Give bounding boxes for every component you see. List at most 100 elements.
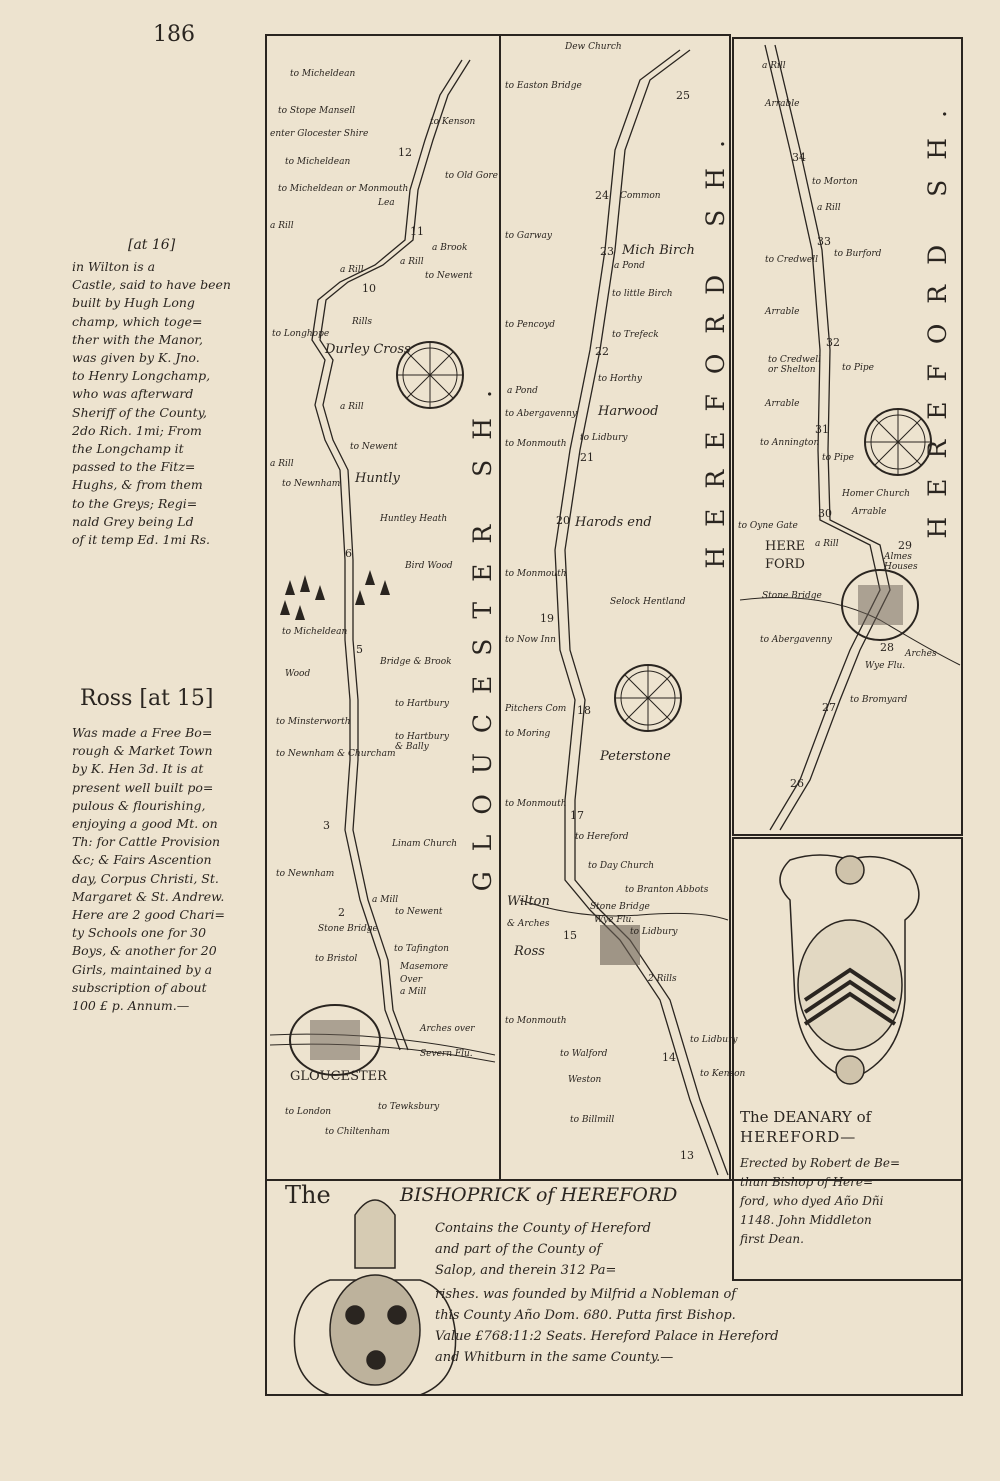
place-label: to Pencoyd <box>505 320 555 330</box>
bishopric-text-b: rishes. was founded by Milfrid a Noblema… <box>435 1287 779 1365</box>
place-label: Huntley Heath <box>380 514 448 524</box>
county-label-herefordshire-2: HEREFORD SH. <box>923 90 952 539</box>
place-label: to Oyne Gate <box>738 521 798 531</box>
place-label: Lea <box>378 198 395 208</box>
place-label: Selock Hentland <box>610 597 686 607</box>
town-plan-hereford <box>841 569 919 641</box>
compass-rose-3 <box>864 408 932 476</box>
place-label: a Mill <box>400 987 427 997</box>
place-label: to Credwell or Shelton <box>768 355 821 375</box>
ross-note-text: Was made a Free Bo= rough & Market Town … <box>72 725 225 1014</box>
place-label: to Tafington <box>394 944 449 954</box>
milestone-number: 32 <box>826 336 840 349</box>
place-label: to Kenson <box>430 117 476 127</box>
bishopric-coat-of-arms <box>293 1199 457 1396</box>
place-label: Arches <box>905 649 937 659</box>
milestone-number: 14 <box>662 1051 676 1064</box>
place-label: to Moring <box>505 729 551 739</box>
place-label: FORD <box>765 557 805 572</box>
milestone-number: 3 <box>323 819 330 832</box>
place-label: to Abergavenny <box>760 635 832 645</box>
road-strip-2 <box>554 49 719 1176</box>
place-label: Stone Bridge <box>590 902 650 912</box>
place-label: to Easton Bridge <box>505 81 582 91</box>
place-label: a Mill <box>372 895 399 905</box>
county-label-gloucestershire: GLOUCESTER SH. <box>468 370 497 892</box>
town-plan-ross <box>600 925 640 965</box>
place-label: Severn Flu. <box>420 1049 473 1059</box>
milestone-number: 31 <box>815 423 829 436</box>
place-label: Rills <box>352 317 373 327</box>
place-label: to Day Church <box>588 861 655 871</box>
compass-rose-2 <box>614 664 682 732</box>
place-label: to Now Inn <box>505 635 556 645</box>
page-number: 186 <box>153 22 195 47</box>
place-label: Arrable <box>765 99 800 109</box>
place-label: Dew Church <box>565 42 622 52</box>
place-label: Harwood <box>598 404 659 419</box>
deanary-title-2: HEREFORD— <box>740 1128 857 1146</box>
place-label: to Bromyard <box>850 695 908 705</box>
milestone-number: 10 <box>362 282 376 295</box>
milestone-number: 24 <box>595 189 609 202</box>
bishopric-frame <box>265 1179 963 1396</box>
ross-note-heading: Ross [at 15] <box>80 686 214 711</box>
bishopric-text-a: Contains the County of Hereford and part… <box>435 1221 651 1278</box>
place-label: to Lidbury <box>690 1035 738 1045</box>
milestone-number: 33 <box>817 235 831 248</box>
place-label: to Burford <box>834 249 882 259</box>
place-label: HERE <box>765 539 806 554</box>
place-label: Harods end <box>575 515 652 530</box>
place-label: a Rill <box>340 402 364 412</box>
milestone-number: 22 <box>595 345 609 358</box>
place-label: to Old Gore <box>445 171 499 181</box>
place-label: to Billmill <box>570 1115 615 1125</box>
place-label: Bridge & Brook <box>380 657 452 667</box>
compass-rose-1 <box>396 341 464 409</box>
place-label: to Hartbury & Bally <box>395 732 449 752</box>
place-label: Wilton <box>507 894 550 909</box>
place-label: to Walford <box>560 1049 608 1059</box>
place-label: to Longhope <box>272 329 330 339</box>
place-label: to Newnham & Churcham <box>276 749 396 759</box>
milestone-number: 15 <box>563 929 577 942</box>
milestone-number: 17 <box>570 809 584 822</box>
place-label: a Rill <box>815 539 839 549</box>
place-label: Stone Bridge <box>762 591 822 601</box>
wilton-note-text: in Wilton is a Castle, said to have been… <box>72 259 231 548</box>
place-label: Durley Cross <box>325 342 411 357</box>
place-label: to Monmouth <box>505 1016 567 1026</box>
milestone-number: 27 <box>822 701 836 714</box>
deanary-text: Erected by Robert de Be= thun Bishop of … <box>740 1156 901 1246</box>
place-label: to Abergavenny <box>505 409 577 419</box>
place-label: a Rill <box>340 265 364 275</box>
place-label: to Newent <box>395 907 443 917</box>
milestone-number: 19 <box>540 612 554 625</box>
place-label: a Rill <box>400 257 424 267</box>
place-label: a Rill <box>762 61 786 71</box>
place-label: Wye Flu. <box>865 661 906 671</box>
place-label: to Stope Mansell <box>278 106 356 116</box>
place-label: to Micheldean <box>285 157 351 167</box>
place-label: to Garway <box>505 231 552 241</box>
place-label: Mich Birch <box>622 243 695 258</box>
place-label: to Horthy <box>598 374 642 384</box>
milestone-number: 30 <box>818 507 832 520</box>
strip-frame-2 <box>499 34 731 1181</box>
place-label: to London <box>285 1107 332 1117</box>
place-label: Arrable <box>765 399 800 409</box>
place-label: to Monmouth <box>505 439 567 449</box>
place-label: to Micheldean <box>290 69 356 79</box>
milestone-number: 20 <box>556 514 570 527</box>
place-label: to Pipe <box>822 453 854 463</box>
woodland-trees <box>280 570 390 620</box>
place-label: a Pond <box>507 386 538 396</box>
place-label: a Rill <box>270 221 294 231</box>
place-label: GLOUCESTER <box>290 1069 387 1084</box>
deanary-coat-of-arms <box>779 854 920 1085</box>
place-label: to Pipe <box>842 363 874 373</box>
place-label: to Annington <box>760 438 820 448</box>
milestone-number: 12 <box>398 146 412 159</box>
place-label: Huntly <box>355 471 400 486</box>
